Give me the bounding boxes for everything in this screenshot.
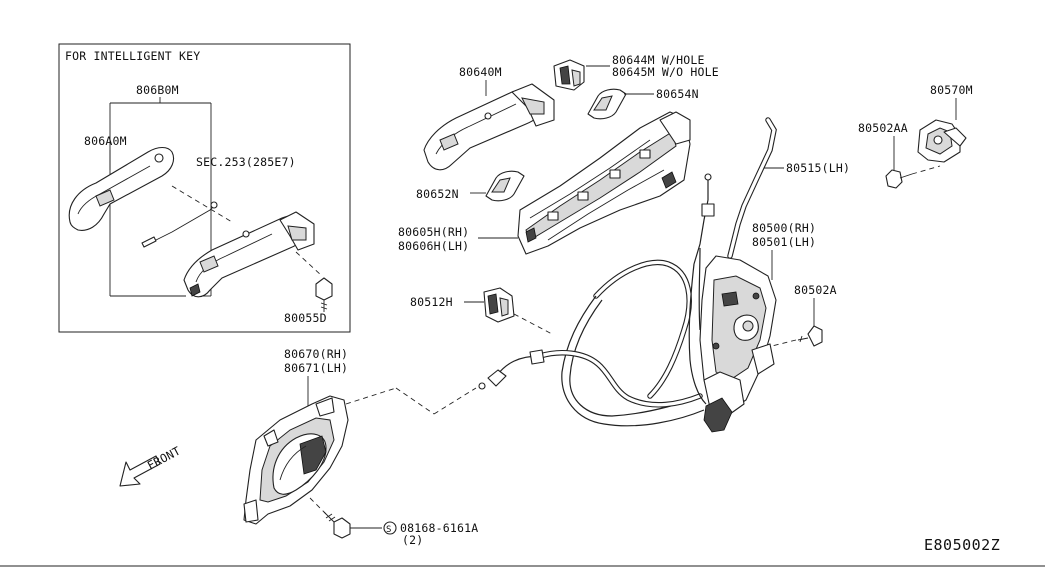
label-80055d: 80055D xyxy=(284,311,327,325)
cable-harness xyxy=(478,247,707,427)
gasket-80652n xyxy=(485,170,525,202)
label-80502a: 80502A xyxy=(794,283,837,297)
antenna-sec253 xyxy=(141,201,218,248)
lock-cable-80515 xyxy=(693,117,777,265)
label-sec253: SEC.253(285E7) xyxy=(196,155,296,169)
label-80654n: 80654N xyxy=(656,87,699,101)
label-80512h: 80512H xyxy=(410,295,453,309)
handle-base-inset xyxy=(183,211,315,298)
inside-handle-80670 xyxy=(243,395,349,525)
label-80515: 80515(LH) xyxy=(786,161,850,175)
label-80500: 80500(RH) xyxy=(752,221,816,235)
intelligent-key-inset: FOR INTELLIGENT KEY 806B0M 806A0M SEC.25… xyxy=(58,43,351,333)
label-bolt-qty: (2) xyxy=(402,533,423,547)
handle-cover-806a0m xyxy=(68,146,175,231)
door-lock-actuator-80500 xyxy=(699,255,777,433)
screw-80502aa xyxy=(885,169,913,189)
label-80501: 80501(LH) xyxy=(752,235,816,249)
bolt-symbol: S xyxy=(386,525,392,535)
label-80570m: 80570M xyxy=(930,83,973,97)
gasket-80654n xyxy=(587,88,627,120)
outside-handle-80640m xyxy=(423,83,555,171)
front-label: FRONT xyxy=(145,444,183,473)
screw-80502a xyxy=(797,325,823,347)
label-80652n: 80652N xyxy=(416,187,459,201)
diagram-code: E805002Z xyxy=(924,536,1000,554)
label-80605h: 80605H(RH) xyxy=(398,225,469,239)
label-806a0m: 806A0M xyxy=(84,134,127,148)
label-80502aa: 80502AA xyxy=(858,121,908,135)
inset-frame xyxy=(58,43,351,333)
screw-80055d xyxy=(315,277,333,312)
bolt-symbol-icon xyxy=(383,521,397,535)
label-80606h: 80606H(LH) xyxy=(398,239,469,253)
front-arrow-icon xyxy=(119,455,161,487)
key-cylinder-80644m xyxy=(553,59,585,91)
clip-80512h xyxy=(483,287,515,323)
label-08168-6161a: 08168-6161A xyxy=(400,521,478,535)
label-80671: 80671(LH) xyxy=(284,361,348,375)
inset-title: FOR INTELLIGENT KEY xyxy=(65,49,200,63)
striker-80570m xyxy=(917,119,967,163)
label-80670: 80670(RH) xyxy=(284,347,348,361)
handle-bracket-80605h xyxy=(517,111,691,255)
label-80644m: 80644M W/HOLE xyxy=(612,53,705,67)
label-80645m: 80645M W/O HOLE xyxy=(612,65,719,79)
label-806b0m: 806B0M xyxy=(136,83,179,97)
bolt-08168-6161a xyxy=(323,511,351,539)
label-80640m: 80640M xyxy=(459,65,502,79)
